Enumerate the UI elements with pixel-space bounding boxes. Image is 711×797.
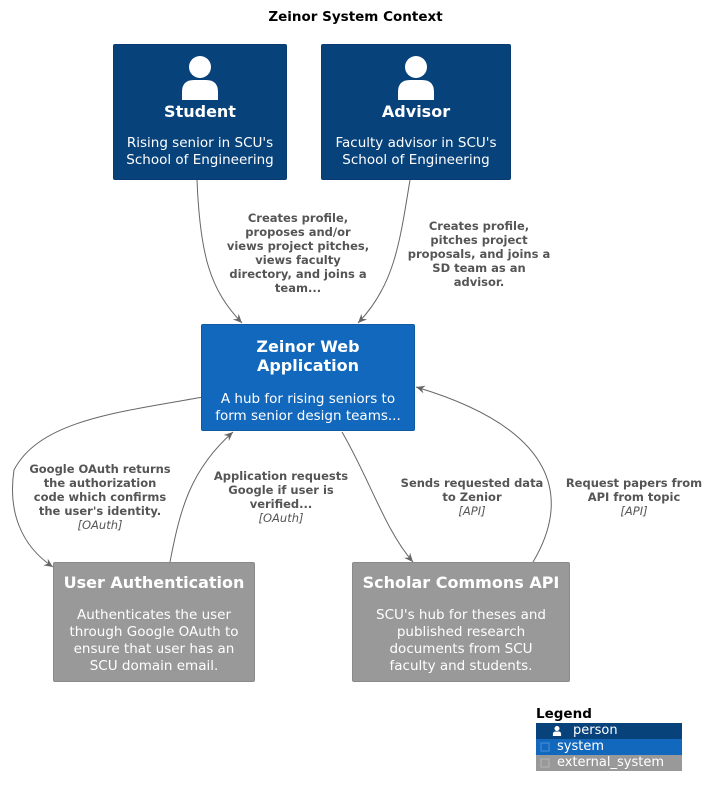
edge-label-webapp-to-scholar: Sends requested data to Zenior [API] <box>390 476 554 518</box>
legend-item-label: external_system <box>557 755 664 770</box>
node-scholar-commons-api-name: Scholar Commons API <box>362 573 560 592</box>
legend-item-person: person <box>536 723 682 739</box>
label-line: views faculty <box>255 253 341 267</box>
description-line: ensure that user has an <box>73 641 235 657</box>
label-line: views project pitches, <box>226 239 370 253</box>
node-web-app: Zeinor Web Application A hub for rising … <box>201 324 415 431</box>
node-scholar-commons-api-description: SCU's hub for theses and published resea… <box>353 607 569 675</box>
label-line: proposes and/or <box>245 225 351 239</box>
edge-webapp-to-scholar <box>341 431 414 563</box>
technology-label: [API] <box>458 504 486 518</box>
edge-scholar-to-webapp <box>415 385 552 563</box>
label-line: to Zenior <box>442 490 502 504</box>
label-line: the authorization <box>43 476 157 490</box>
node-user-authentication-name: User Authentication <box>63 573 245 592</box>
label-line: Google OAuth returns <box>29 462 171 476</box>
node-student-description: Rising senior in SCU's School of Enginee… <box>114 135 286 169</box>
node-student-name: Student <box>164 102 236 121</box>
description-line: published research <box>396 624 526 640</box>
edge-webapp-to-auth <box>12 396 204 568</box>
label-line: team... <box>274 281 322 295</box>
node-student: Student Rising senior in SCU's School of… <box>113 44 287 180</box>
node-advisor-name: Advisor <box>381 102 451 121</box>
label-line: directory, and joins a <box>229 267 367 281</box>
description-line: Faculty advisor in SCU's <box>335 135 497 151</box>
node-web-app-name: Zeinor Web Application <box>202 337 414 375</box>
system-glyph-icon <box>540 742 550 752</box>
node-advisor-description: Faculty advisor in SCU's School of Engin… <box>322 135 510 169</box>
label-line: API from topic <box>587 490 681 504</box>
node-web-app-description: A hub for rising seniors to form senior … <box>202 391 414 425</box>
legend-item-label: system <box>557 739 604 754</box>
label-line: code which confirms <box>33 490 167 504</box>
label-line: Application requests <box>213 469 349 483</box>
technology-label: [OAuth] <box>258 511 304 525</box>
node-advisor: Advisor Faculty advisor in SCU's School … <box>321 44 511 180</box>
edge-label-auth-to-webapp: Application requests Google if user is v… <box>200 469 362 525</box>
description-line: faculty and students. <box>389 658 533 674</box>
person-icon <box>398 56 434 100</box>
node-user-authentication: User Authentication Authenticates the us… <box>53 562 255 682</box>
technology-label: [API] <box>620 504 648 518</box>
diagram-title: Zeinor System Context <box>268 9 443 25</box>
description-line: documents from SCU <box>389 641 533 657</box>
legend: Legend person system external_system <box>536 706 682 771</box>
person-icon <box>552 726 562 736</box>
label-line: pitches project <box>430 233 528 247</box>
label-line: Sends requested data <box>400 476 544 490</box>
person-icon <box>182 56 218 100</box>
description-line: Rising senior in SCU's <box>126 135 274 151</box>
name-line: Zeinor Web <box>256 337 360 356</box>
description-line: School of Engineering <box>126 152 274 168</box>
edge-label-scholar-to-webapp: Request papers from API from topic [API] <box>557 476 711 518</box>
name-line: Application <box>256 356 360 375</box>
technology-label: [OAuth] <box>77 518 123 532</box>
edge-auth-to-webapp <box>169 431 234 563</box>
edge-label-advisor-to-webapp: Creates profile, pitches project proposa… <box>398 219 560 289</box>
label-line: advisor. <box>453 275 505 289</box>
label-line: Request papers from <box>565 476 703 490</box>
label-line: Creates profile, <box>428 219 530 233</box>
description-line: SCU domain email. <box>89 658 219 674</box>
legend-item-system: system <box>536 739 682 755</box>
label-line: verified... <box>249 497 313 511</box>
edge-label-student-to-webapp: Creates profile, proposes and/or views p… <box>218 211 378 295</box>
edge-student-to-webapp <box>196 179 243 324</box>
description-line: A hub for rising seniors to <box>220 391 396 407</box>
node-scholar-commons-api: Scholar Commons API SCU's hub for theses… <box>352 562 570 682</box>
description-line: School of Engineering <box>342 152 490 168</box>
legend-item-external-system: external_system <box>536 755 682 771</box>
legend-title: Legend <box>536 706 592 722</box>
external-glyph-icon <box>540 758 550 768</box>
edge-advisor-to-webapp <box>357 179 411 324</box>
label-line: the user's identity. <box>38 504 162 518</box>
description-line: Authenticates the user <box>76 607 232 623</box>
legend-item-label: person <box>573 723 618 738</box>
description-line: through Google OAuth to <box>69 624 239 640</box>
description-line: form senior design teams... <box>215 408 401 424</box>
label-line: Creates profile, <box>247 211 349 225</box>
label-line: proposals, and joins a <box>407 247 551 261</box>
label-line: SD team as an <box>432 261 526 275</box>
description-line: SCU's hub for theses and <box>376 607 546 623</box>
label-line: Google if user is <box>228 483 334 497</box>
node-user-authentication-description: Authenticates the user through Google OA… <box>54 607 254 675</box>
edge-label-webapp-to-auth: Google OAuth returns the authorization c… <box>20 462 180 532</box>
